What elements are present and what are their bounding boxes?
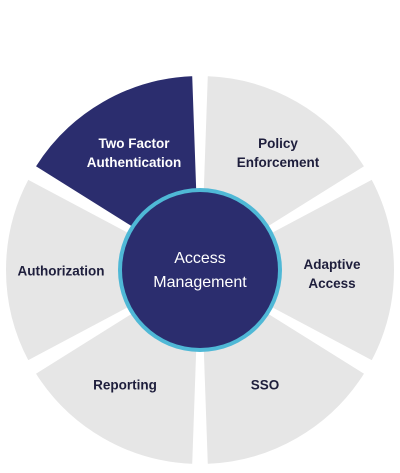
segment-label-line: Adaptive [303, 257, 361, 272]
segment-authorization: Authorization [4, 177, 133, 363]
segment-label-line: Access [308, 276, 355, 291]
segment-label-line: SSO [251, 378, 280, 393]
center-disc [122, 192, 278, 348]
center-hub: Access Management [118, 188, 282, 352]
segment-label-line: Enforcement [237, 155, 320, 170]
segment-label-line: Reporting [93, 378, 157, 393]
segment-label-line: Authentication [87, 155, 182, 170]
segment-label-line: Authorization [18, 264, 105, 279]
segment-label-line: Policy [258, 136, 298, 151]
segments-layer: PolicyEnforcementAdaptiveAccessSSOReport… [4, 74, 396, 466]
center-label-line-2: Management [153, 274, 247, 291]
center-label-line-1: Access [174, 250, 226, 267]
segment-label-line: Two Factor [98, 136, 170, 151]
